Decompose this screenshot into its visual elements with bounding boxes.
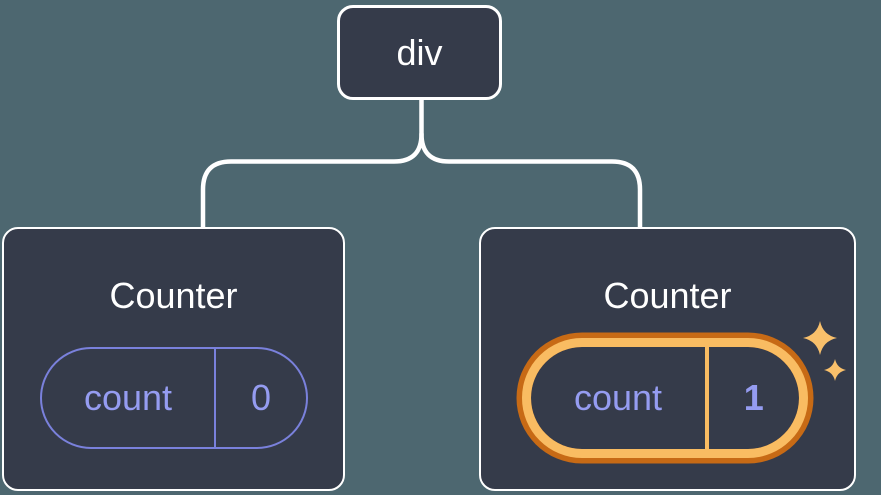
- state-pill: count 0: [40, 347, 308, 449]
- state-value: 0: [250, 377, 272, 418]
- counter-card-left: Counter count 0: [2, 227, 345, 491]
- state-value: 1: [743, 377, 764, 418]
- state-key: count: [573, 377, 663, 418]
- connector-right-branch: [419, 131, 643, 231]
- component-title: Counter: [109, 275, 238, 316]
- connector-left-branch: [200, 95, 424, 231]
- root-node-div: div: [337, 5, 502, 100]
- state-pill-divider: [214, 349, 216, 447]
- component-title: Counter: [603, 275, 732, 316]
- sparkles-icon: [803, 321, 846, 381]
- state-pill-divider: [705, 347, 709, 449]
- root-node-label: div: [396, 31, 443, 73]
- state-pill-highlighted: count 1: [531, 347, 799, 449]
- state-key: count: [83, 377, 173, 418]
- counter-card-right: Counter count 1: [479, 227, 856, 491]
